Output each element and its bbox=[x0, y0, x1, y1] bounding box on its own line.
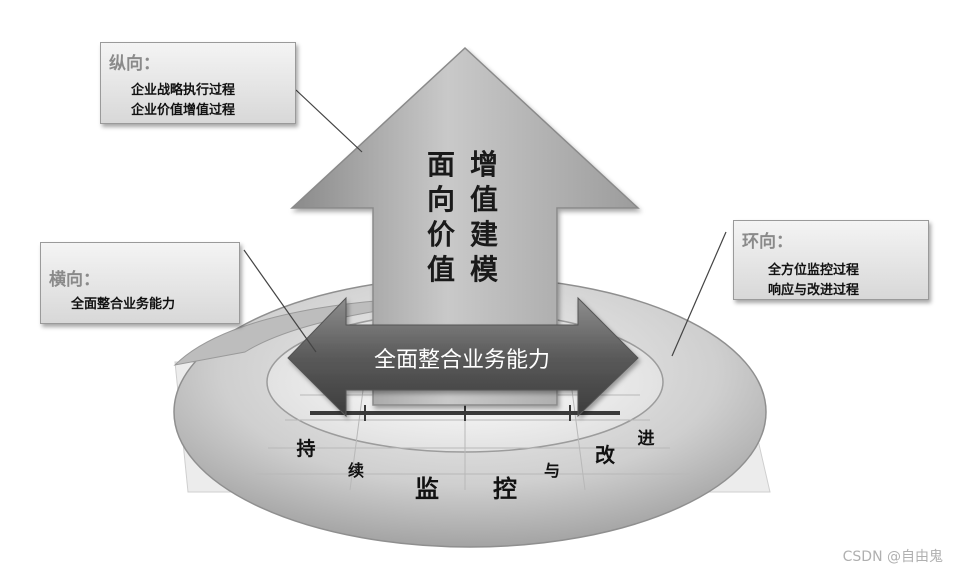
callout-circular-line-2: 响应与改进过程 bbox=[768, 283, 860, 298]
up-arrow-char-7: 建 bbox=[470, 218, 498, 251]
callout-vertical-line-2: 企业价值增值过程 bbox=[131, 103, 236, 118]
callout-horizontal-title: 横向： bbox=[49, 270, 100, 290]
callout-circular-title: 环向： bbox=[742, 232, 793, 252]
callout-vertical-title: 纵向： bbox=[109, 54, 160, 74]
callout-vertical-line-1: 企业战略执行过程 bbox=[131, 83, 236, 98]
ring-char-7: 进 bbox=[638, 429, 655, 449]
ring-char-1: 持 bbox=[296, 437, 315, 460]
watermark: CSDN @自由鬼 bbox=[842, 549, 943, 565]
callout-horizontal: 横向： 全面整合业务能力 bbox=[40, 242, 240, 324]
ring-char-3: 监 bbox=[415, 475, 439, 503]
up-arrow-char-5: 增 bbox=[470, 148, 498, 181]
up-arrow-char-2: 向 bbox=[427, 183, 455, 216]
up-arrow-char-8: 模 bbox=[470, 253, 499, 286]
horizontal-arrow-label: 全面整合业务能力 bbox=[374, 348, 550, 373]
up-arrow-char-1: 面 bbox=[427, 148, 455, 181]
ring-char-2: 续 bbox=[348, 461, 364, 480]
up-arrow-char-4: 值 bbox=[427, 253, 455, 286]
ring-char-6: 改 bbox=[595, 443, 616, 467]
callout-vertical: 纵向： 企业战略执行过程 企业价值增值过程 bbox=[100, 42, 296, 124]
ring-char-4: 控 bbox=[493, 475, 517, 503]
connector-lines bbox=[243, 89, 727, 357]
up-arrow bbox=[290, 46, 640, 406]
callout-horizontal-line-1: 全面整合业务能力 bbox=[71, 297, 176, 312]
up-arrow-char-6: 值 bbox=[470, 183, 498, 216]
horizontal-arrow bbox=[287, 296, 639, 418]
callout-circular-line-1: 全方位监控过程 bbox=[768, 263, 860, 278]
baseline-ticks bbox=[364, 405, 571, 421]
ring-char-5: 与 bbox=[544, 461, 560, 480]
up-arrow-char-3: 价 bbox=[427, 218, 456, 251]
callout-circular: 环向： 全方位监控过程 响应与改进过程 bbox=[733, 220, 929, 300]
